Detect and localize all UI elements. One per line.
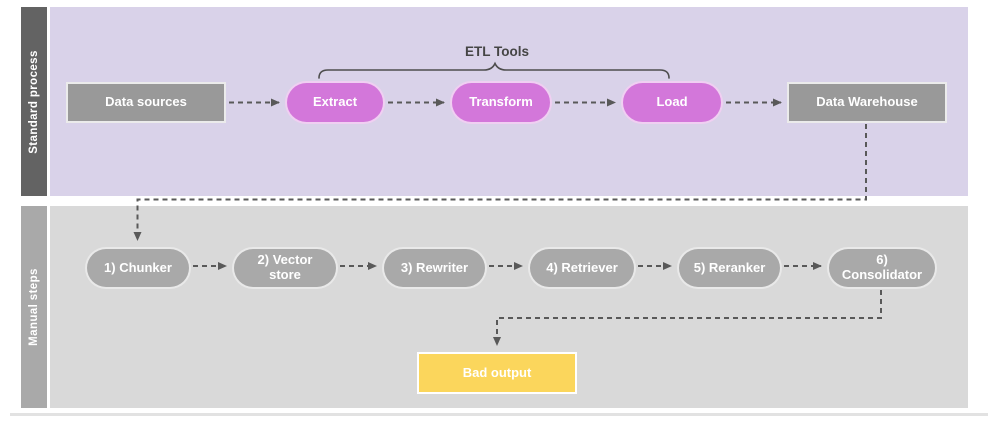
node-consolidator-label: 6) Consolidator: [841, 252, 923, 282]
node-data-sources-label: Data sources: [105, 94, 187, 110]
node-retriever: 4) Retriever: [528, 247, 636, 289]
bottom-divider: [10, 413, 988, 416]
node-rewriter-label: 3) Rewriter: [400, 259, 469, 275]
lane-standard-process-bar: Standard process: [21, 7, 47, 196]
node-transform-label: Transform: [469, 94, 533, 110]
lane-manual-steps-bar: Manual steps: [21, 206, 47, 408]
node-rewriter: 3) Rewriter: [382, 247, 487, 289]
etl-tools-label: ETL Tools: [465, 44, 529, 59]
node-extract: Extract: [285, 81, 385, 124]
node-chunker-label: 1) Chunker: [104, 259, 172, 275]
node-bad-output-label: Bad output: [462, 364, 532, 380]
node-load: Load: [621, 81, 723, 124]
node-data-sources: Data sources: [66, 82, 226, 123]
node-bad-output: Bad output: [417, 352, 577, 394]
node-chunker: 1) Chunker: [85, 247, 191, 289]
node-data-warehouse: Data Warehouse: [787, 82, 947, 123]
node-transform: Transform: [450, 81, 552, 124]
node-retriever-label: 4) Retriever: [546, 259, 618, 275]
node-load-label: Load: [656, 94, 688, 110]
node-data-warehouse-label: Data Warehouse: [816, 94, 918, 110]
node-vector-store: 2) Vector store: [232, 247, 338, 289]
node-vector-store-label: 2) Vector store: [257, 252, 313, 282]
node-consolidator: 6) Consolidator: [827, 247, 937, 289]
node-extract-label: Extract: [312, 94, 358, 110]
node-reranker-label: 5) Reranker: [693, 259, 766, 275]
lane-standard-process-label: Standard process: [28, 49, 41, 154]
lane-manual-steps-label: Manual steps: [28, 268, 40, 346]
node-reranker: 5) Reranker: [677, 247, 782, 289]
